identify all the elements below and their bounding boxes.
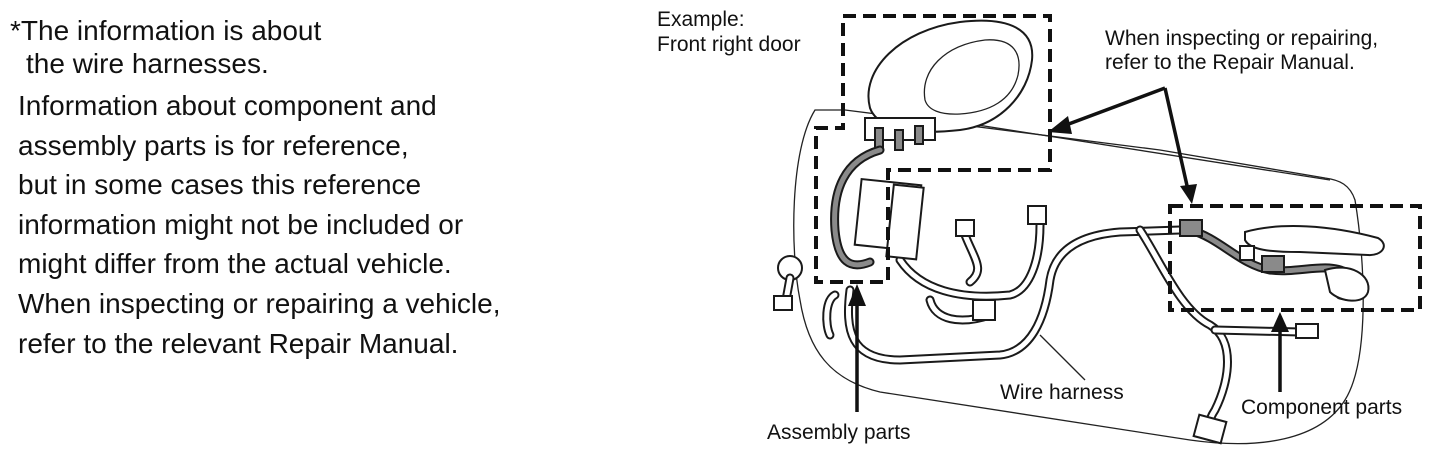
connector [955,219,975,237]
notes-block: *The information is about the wire harne… [10,14,620,363]
wire-harness-label: Wire harness [1000,381,1124,404]
example-label: Example: [657,8,745,31]
component-arrow [1271,312,1289,392]
component-parts-label: Component parts [1241,396,1402,419]
assembly-arrow [848,284,866,412]
door-lock-component [1179,219,1385,302]
connector [1192,413,1228,445]
component-parts-region [1168,204,1422,312]
notes-heading-line1: *The information is about [10,15,322,46]
assembly-parts-label: Assembly parts [767,421,911,444]
notes-heading: *The information is about the wire harne… [10,14,620,80]
connector [972,299,996,321]
notes-body-line: Information about component and [18,90,437,121]
example-sublabel: Front right door [657,33,801,56]
connector [1295,323,1319,339]
notes-body-line: When inspecting or repairing a vehicle, [18,287,501,319]
connector [1027,205,1047,225]
notes-body-line: but in some cases this reference [18,169,422,201]
notes-body-line: refer to the relevant Repair Manual. [18,327,459,359]
notes-body-line: information might not be included or [18,208,464,240]
notes-body: Information about component and assembly… [18,86,620,363]
inspect-arrows [1048,86,1197,204]
notes-body-line: assembly parts is for reference, [18,129,409,161]
wire-harness-leader [1039,334,1086,381]
notes-body-line: might differ from the actual vehicle. [18,248,452,280]
side-mirror [864,19,1034,151]
grommet-connector [773,255,803,311]
door-belt-line [919,115,1331,181]
inspect-label-line1: When inspecting or repairing, [1105,27,1378,50]
inspect-label-line2: refer to the Repair Manual. [1105,51,1355,74]
notes-heading-line2: the wire harnesses. [26,48,269,79]
